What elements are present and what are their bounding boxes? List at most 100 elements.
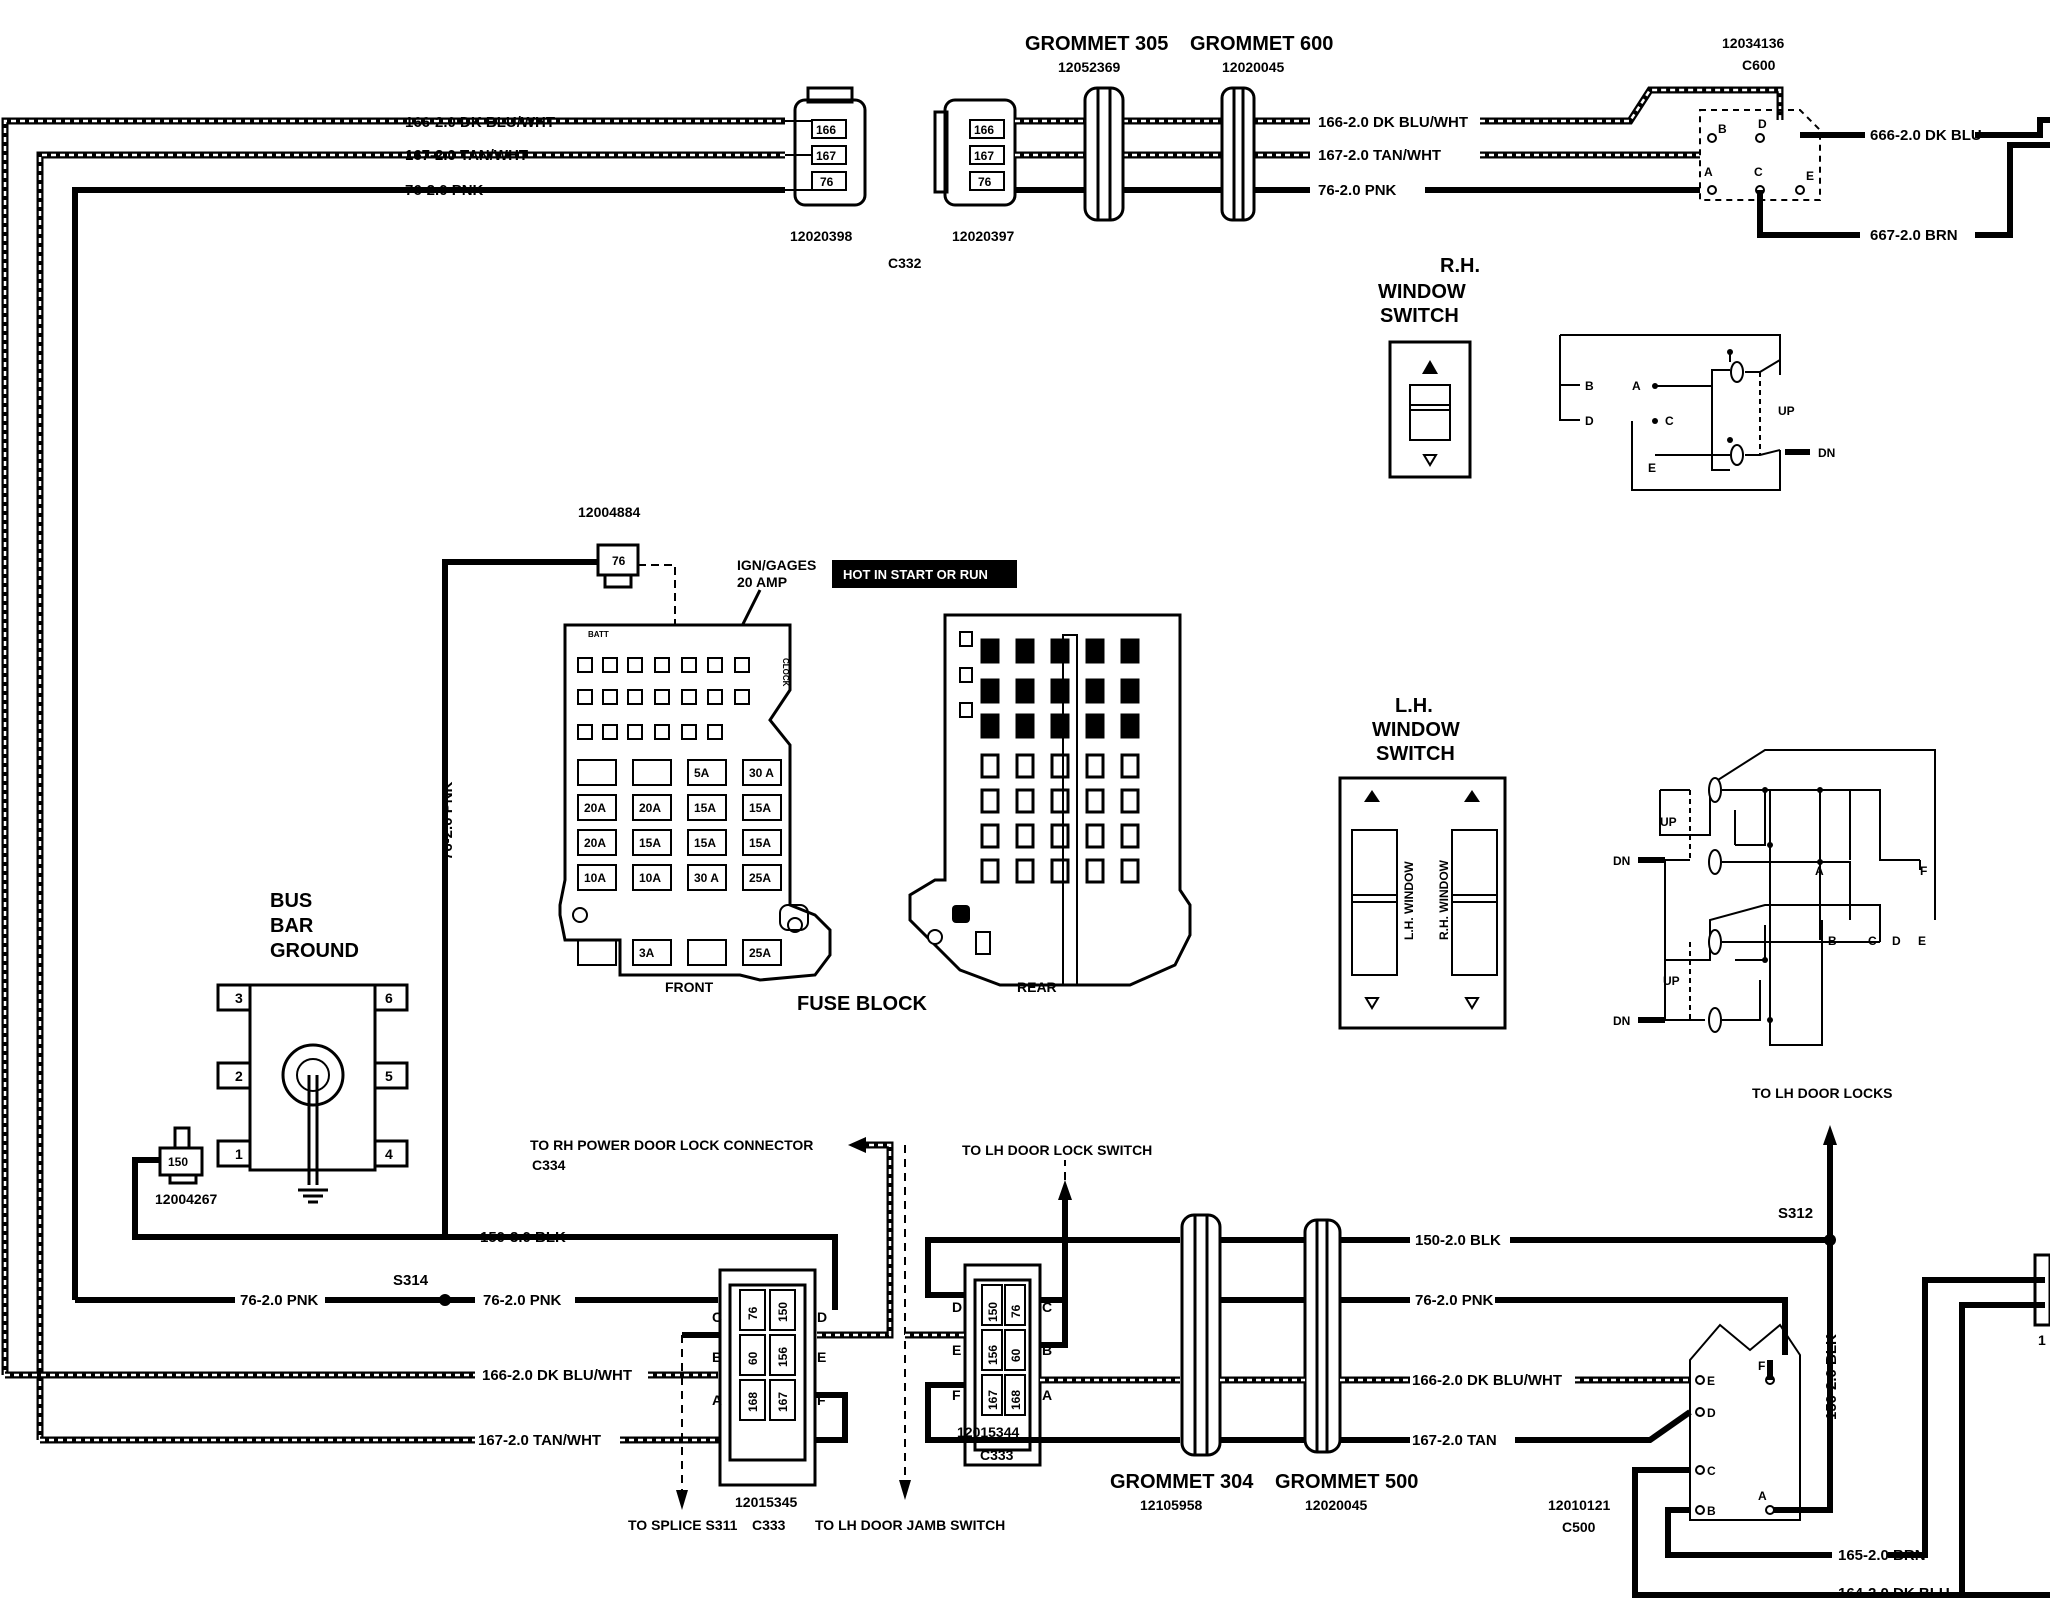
grommet-500: GROMMET 500 12020045	[1275, 1218, 1418, 1513]
rh-pin-c: C	[1665, 414, 1674, 428]
bus-terminal-4: 4	[385, 1146, 393, 1162]
bus-bar-title-1: BUS	[270, 890, 312, 912]
rear-fuse-slot	[980, 858, 1000, 884]
grommet-600-part: 12020045	[1222, 59, 1285, 75]
c333r-pin-150: 150	[986, 1302, 1000, 1322]
splice-s312: S312	[1778, 1205, 1813, 1222]
grommet-305: GROMMET 305 12052369	[1025, 33, 1168, 222]
fuse-slot	[687, 759, 727, 786]
bus-terminal-1: 1	[235, 1146, 243, 1162]
fuse-front-label: FRONT	[665, 979, 714, 995]
connector-c334: C334	[532, 1157, 566, 1173]
rear-fuse-slot	[1015, 678, 1035, 704]
fuse-slot	[632, 794, 672, 821]
bus-bar-title-2: BAR	[270, 915, 314, 937]
rear-fuse-slot	[980, 713, 1000, 739]
wire-label-167-bottom-right: 167-2.0 TAN	[1412, 1432, 1497, 1449]
bus-bar-ground: BUS BAR GROUND 3 6 2 5 1 4 150 12004267	[132, 890, 838, 1310]
rear-fuse-slot	[1085, 753, 1105, 779]
fuse-rating: 15A	[749, 836, 771, 850]
rh-pin-a: A	[1632, 379, 1641, 393]
c500-pin-f: F	[1758, 1359, 1765, 1373]
pin-167-left: 167	[816, 149, 836, 163]
c333r-pin-e: E	[952, 1342, 961, 1358]
rh-switch-title-2: WINDOW	[1378, 281, 1466, 303]
rh-pin-d: D	[1585, 414, 1594, 428]
c500-pin-e: E	[1707, 1374, 1715, 1388]
c600-part: 12034136	[1722, 35, 1785, 51]
c333l-pin-150: 150	[776, 1302, 790, 1322]
c333l-part: 12015345	[735, 1494, 798, 1510]
rear-fuse-slot	[1015, 753, 1035, 779]
part-12020398: 12020398	[790, 228, 853, 244]
fuse-mini-slot	[627, 724, 643, 740]
to-lh-door-jamb: TO LH DOOR JAMB SWITCH	[815, 1517, 1005, 1533]
fuse-rating: 10A	[584, 871, 606, 885]
rh-switch-schematic: B D A C E UP DN	[1559, 334, 1835, 491]
fuse-rating: 25A	[749, 871, 771, 885]
fuse-block-title: FUSE BLOCK	[797, 993, 928, 1015]
c333r-pin-b: B	[1042, 1342, 1052, 1358]
wire-label-166-bottom-left: 166-2.0 DK BLU/WHT	[482, 1367, 632, 1384]
c333l-label: C333	[752, 1517, 786, 1533]
top-harness: 166-2.0 DK BLU/WHT 167-2.0 TAN/WHT 76-2.…	[1, 33, 2050, 1440]
lh-switch-title-2: WINDOW	[1372, 719, 1460, 741]
fuse-slot	[632, 939, 672, 966]
lh-switch-schematic: UP UP DN DN A F B C D E	[1613, 749, 1936, 1046]
ground-part: 12004267	[155, 1191, 218, 1207]
rh-dn: DN	[1818, 446, 1835, 460]
connector-c333-left: 76 150 60 156 168 167 C B A D E F 120153…	[712, 1268, 827, 1533]
rear-fuse-slot	[1050, 823, 1070, 849]
wire-label-166-bottom-right: 166-2.0 DK BLU/WHT	[1412, 1372, 1562, 1389]
rear-fuse-slot	[1050, 638, 1070, 664]
connector-c332: C332	[888, 255, 922, 271]
fuse-mini-slot	[734, 689, 750, 705]
c333r-label: C333	[980, 1447, 1014, 1463]
fuse-mini-slot	[577, 724, 593, 740]
fuse-rating: 15A	[694, 801, 716, 815]
fuse-rating: 30 A	[749, 766, 774, 780]
fuse-rating: 30 A	[694, 871, 719, 885]
rear-fuse-slot	[980, 638, 1000, 664]
wire-label-667: 667-2.0 BRN	[1870, 227, 1958, 244]
rear-fuse-slot	[1015, 788, 1035, 814]
grommet-304-part: 12105958	[1140, 1497, 1203, 1513]
c333r-pin-f: F	[952, 1387, 961, 1403]
lh-dn-2: DN	[1613, 1014, 1630, 1028]
fuse-vertical-wire-label: 76-2.0 PNK	[439, 781, 456, 860]
fuse-slot	[742, 864, 782, 891]
wire-label-164: 164-2.0 DK BLU	[1838, 1585, 1950, 1600]
fuse-front-clock: CLOCK	[781, 658, 790, 687]
rh-window-switch: R.H. WINDOW SWITCH B D A C E	[1378, 255, 1835, 491]
fuse-mini-slot	[627, 657, 643, 673]
c500-pin-b: B	[1707, 1504, 1716, 1518]
c333r-pin-167: 167	[986, 1390, 1000, 1410]
fuse-block-rear: REAR	[908, 613, 1192, 995]
wire-label-76-top-left: 76-2.0 PNK	[405, 182, 484, 199]
splice-s314: S314	[393, 1272, 429, 1289]
rear-fuse-slot	[1120, 713, 1140, 739]
rear-fuse-slot	[1085, 858, 1105, 884]
fuse-slot	[632, 759, 672, 786]
rear-fuse-slot	[1120, 788, 1140, 814]
pin-166-right: 166	[974, 123, 994, 137]
fuse-connector-part: 12004884	[578, 504, 641, 520]
rear-fuse-slot	[1085, 823, 1105, 849]
c600-pin-e: E	[1806, 169, 1814, 183]
wire-label-76-bottom-left: 76-2.0 PNK	[240, 1292, 319, 1309]
fuse-slot	[687, 864, 727, 891]
wire-label-167-top-right: 167-2.0 TAN/WHT	[1318, 147, 1441, 164]
fuse-slot	[632, 829, 672, 856]
wire-label-166-top-right: 166-2.0 DK BLU/WHT	[1318, 114, 1468, 131]
c333l-pin-156: 156	[776, 1347, 790, 1367]
wire-label-76-bottom-right: 76-2.0 PNK	[1415, 1292, 1494, 1309]
grommet-500-part: 12020045	[1305, 1497, 1368, 1513]
fuse-rating: 3A	[639, 946, 655, 960]
fuse-rating: 15A	[694, 836, 716, 850]
fuse-rating: 20A	[584, 836, 606, 850]
wire-label-167-bottom-left: 167-2.0 TAN/WHT	[478, 1432, 601, 1449]
fuse-slot	[742, 794, 782, 821]
part-12020397: 12020397	[952, 228, 1015, 244]
fuse-slot	[687, 939, 727, 966]
